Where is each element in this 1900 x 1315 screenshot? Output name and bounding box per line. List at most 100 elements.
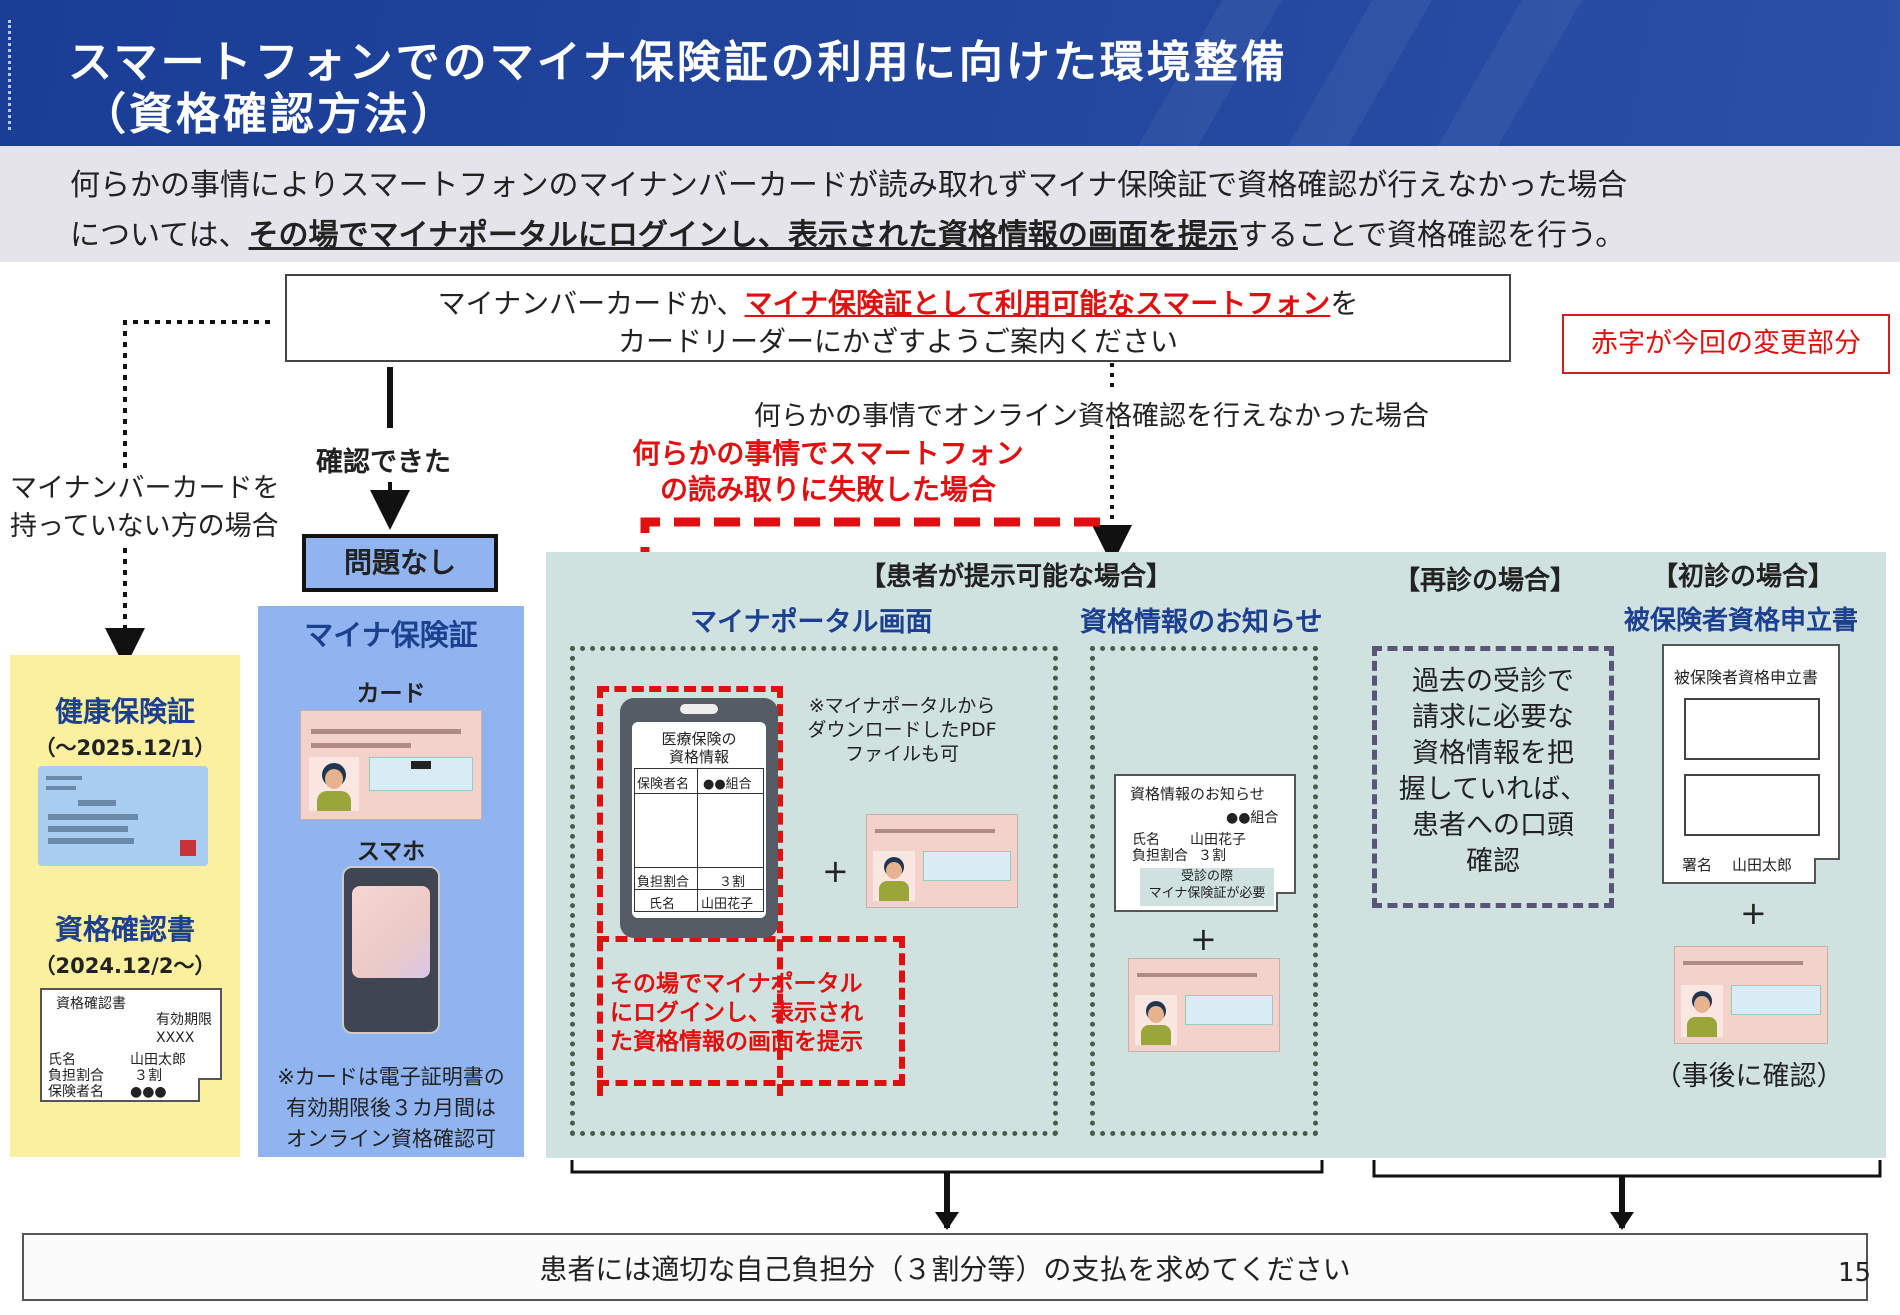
card-note-line2: 有効期限後３カ月間は (286, 1096, 496, 1120)
instruction-pre: マイナンバーカードか、 (437, 287, 745, 320)
revisit-box (1372, 646, 1614, 908)
smartphone-icon (342, 866, 440, 1034)
card-note-line3: オンライン資格確認可 (286, 1127, 496, 1151)
banner-dots (8, 20, 12, 130)
portrait-face (886, 862, 902, 879)
revisit-line: 請求に必要な (1412, 702, 1574, 733)
phone-screen-title1: 医療保険の (661, 730, 737, 748)
portal-card-image (866, 814, 1018, 908)
portal-screen-title: マイナポータル画面 (690, 607, 933, 638)
card-line (1683, 961, 1803, 965)
portrait-icon (1135, 995, 1177, 1045)
revisit-line: 資格情報を把 (1412, 738, 1574, 769)
portrait-body (1141, 1025, 1171, 1045)
change-legend: 赤字が今回の変更部分 (1562, 314, 1890, 374)
portrait-body (317, 791, 351, 811)
table-divider (635, 867, 763, 868)
revisit-line: 患者への口頭 (1412, 810, 1574, 841)
revisit-text: 過去の受診で 請求に必要な 資格情報を把 握していれば、 患者への口頭 確認 (1372, 664, 1614, 880)
page-fold-icon (1814, 858, 1840, 884)
health-card-period: （～2025.12/1） (34, 736, 216, 760)
application-doc-title: 被保険者資格申立書 (1674, 668, 1819, 687)
health-card-heading: 健康保険証 (54, 695, 195, 728)
phone-insurer-label: 保険者名 (637, 777, 690, 792)
application-card-image (1674, 946, 1828, 1044)
brace-right (1372, 1160, 1882, 1178)
plus-sign: + (822, 852, 849, 890)
page-number: 15 (1838, 1258, 1872, 1288)
revisit-line: 握していれば、 (1398, 774, 1588, 805)
notice-note-line1: 受診の際 (1180, 869, 1233, 884)
instruction-line2: カードリーダーにかざすようご案内ください (617, 325, 1178, 358)
certificate-expiry-value: XXXX (156, 1030, 195, 1046)
smartphone-fail-label: 何らかの事情でスマートフォン の読み取りに失敗した場合 (618, 436, 1038, 508)
portal-group (570, 646, 1058, 1136)
card-field (1185, 995, 1273, 1025)
notice-doc-title: 資格情報のお知らせ (1130, 785, 1265, 803)
first-visit-heading: 【初診の場合】 (1652, 562, 1835, 592)
login-instruction: その場でマイナポータル にログインし、表示され た資格情報の画面を提示 (610, 970, 902, 1057)
card-line (1137, 973, 1257, 977)
card-field (1731, 985, 1821, 1015)
card-line (46, 786, 76, 790)
login-line3: た資格情報の画面を提示 (610, 1029, 863, 1055)
certificate-name-label: 氏名 (48, 1052, 76, 1068)
notice-card-image (1128, 958, 1280, 1052)
page-fold-icon (1276, 892, 1296, 912)
confirmed-label: 確認できた (316, 447, 451, 478)
instruction-post: を (1330, 287, 1359, 320)
table-divider (635, 889, 763, 890)
intro-text-line1: 何らかの事情によりスマートフォンのマイナンバーカードが読み取れずマイナ保険証で資… (70, 168, 1628, 203)
notice-document: 資格情報のお知らせ ●●組合 氏名 山田花子 負担割合 ３割 受診の際 マイナ保… (1114, 774, 1296, 912)
page-subtitle: （資格確認方法） (82, 89, 458, 140)
card-line (48, 826, 128, 832)
no-card-branch-label: マイナンバーカードを 持っていない方の場合 (10, 470, 279, 546)
brace-left-arrowhead (935, 1212, 959, 1230)
notice-ratio-label: 負担割合 (1132, 848, 1188, 864)
card-line (48, 838, 134, 844)
left-branch-line (123, 320, 270, 470)
pdf-note-line1: ※マイナポータルから (808, 695, 996, 717)
online-fail-label: 何らかの事情でオンライン資格確認を行えなかった場合 (754, 401, 1429, 432)
notice-name-value: 山田花子 (1190, 832, 1246, 848)
portrait-face (1694, 996, 1710, 1013)
revisit-line: 確認 (1466, 846, 1520, 877)
application-field (1684, 698, 1820, 760)
intro-band (0, 146, 1900, 262)
portrait-body (1687, 1017, 1717, 1037)
instruction-box: マイナンバーカードか、マイナ保険証として利用可能なスマートフォンを カードリーダ… (285, 274, 1511, 362)
certificate-title: 資格確認書 (56, 996, 126, 1012)
card-validity-note: ※カードは電子証明書の 有効期限後３カ月間は オンライン資格確認可 (262, 1062, 520, 1155)
portal-phone-icon: 医療保険の 資格情報 保険者名 ●●組合 負担割合 ３割 氏名 山田花子 (620, 698, 778, 938)
certificate-document: 資格確認書 有効期限 XXXX 氏名 山田太郎 負担割合 ３割 保険者名 ●●● (40, 988, 222, 1102)
card-field (923, 851, 1011, 881)
portrait-face (1148, 1006, 1164, 1023)
stamp-icon (180, 840, 196, 856)
smartphone-fail-line1: 何らかの事情でスマートフォン (632, 437, 1024, 470)
brace-right-arrowhead (1610, 1212, 1634, 1230)
smartphone-fail-line2: の読み取りに失敗した場合 (659, 473, 996, 506)
card-note-line1: ※カードは電子証明書の (277, 1065, 505, 1089)
card-line (875, 829, 995, 833)
certificate-insurer-label: 保険者名 (48, 1084, 104, 1100)
phone-speaker (680, 704, 718, 714)
phone-label: スマホ (356, 839, 426, 865)
certificate-period: （2024.12/2～） (34, 954, 216, 978)
login-line2: にログインし、表示され (610, 1000, 863, 1026)
table-divider (635, 793, 763, 794)
portrait-body (879, 881, 909, 901)
smartphone-screen (352, 886, 430, 978)
no-card-line2: 持っていない方の場合 (10, 511, 279, 542)
pdf-note-line3: ファイルも可 (844, 743, 959, 765)
payment-instruction: 患者には適切な自己負担分（３割分等）の支払を求めてください (539, 1253, 1351, 1286)
card-label: カード (356, 681, 426, 707)
instruction-line1: マイナンバーカードか、マイナ保険証として利用可能なスマートフォンを (287, 282, 1509, 322)
card-line (48, 814, 138, 820)
phone-info-table: 保険者名 ●●組合 負担割合 ３割 氏名 山田花子 (634, 768, 764, 912)
revisit-line: 過去の受診で (1412, 666, 1574, 697)
certificate-ratio-label: 負担割合 (48, 1068, 104, 1084)
phone-insurer-value: ●●組合 (703, 777, 752, 792)
after-confirm-note: （事後に確認） (1654, 1061, 1844, 1092)
notice-name-label: 氏名 (1132, 832, 1160, 848)
